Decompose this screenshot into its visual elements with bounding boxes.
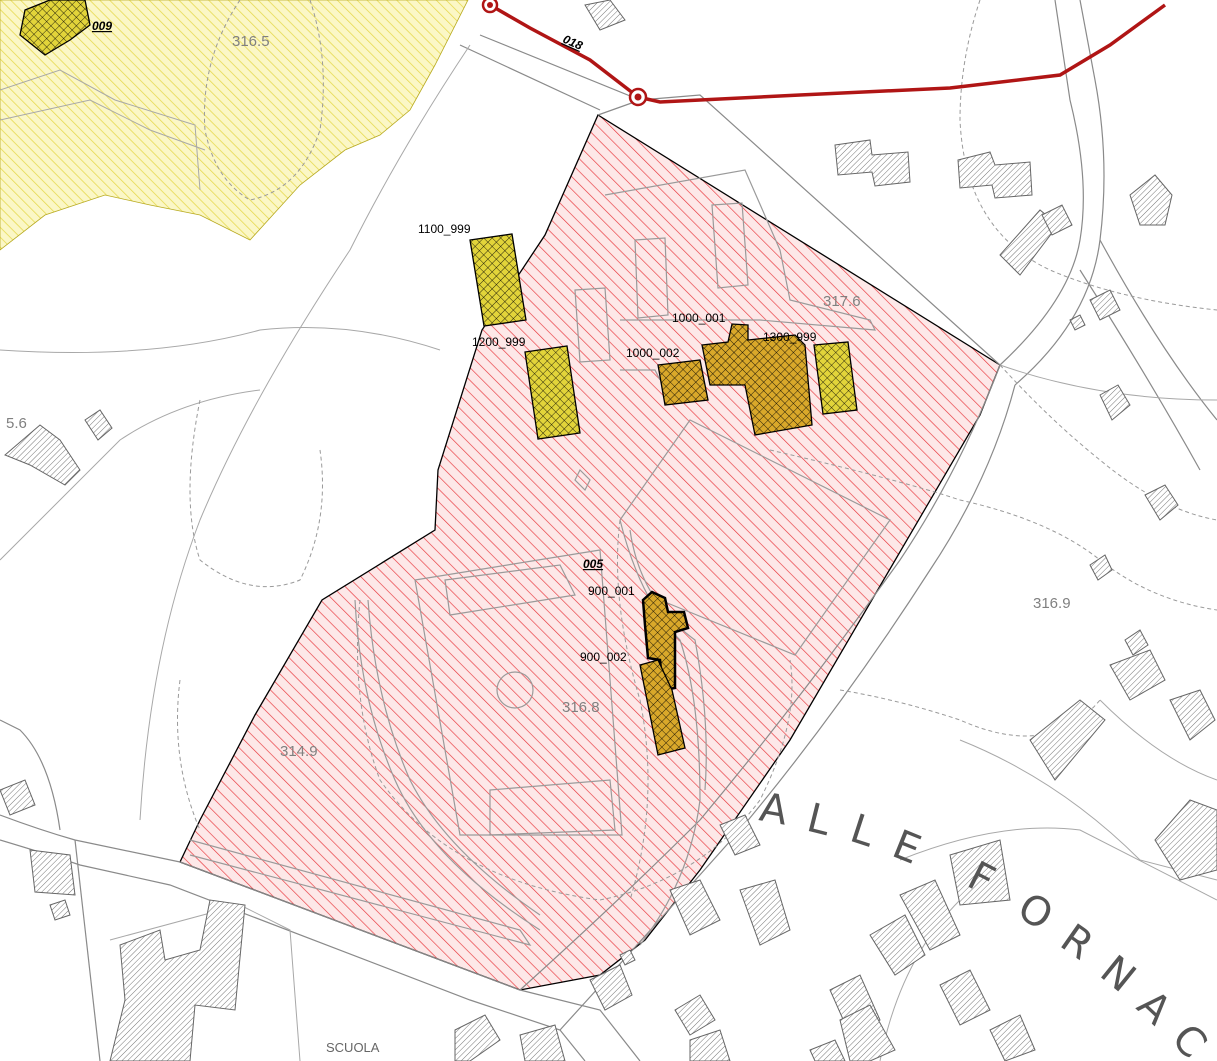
building-1100-999[interactable]	[469, 233, 527, 327]
street-letter: O	[1010, 884, 1061, 940]
street-letter: L	[845, 806, 881, 857]
label-1000-001: 1000_001	[672, 311, 726, 325]
street-letter: N	[1092, 947, 1144, 1002]
label-route-018: 018	[561, 32, 585, 53]
building-1300-999[interactable]	[813, 341, 858, 415]
elevation-317-6: 317.6	[823, 293, 861, 310]
label-900-001: 900_001	[588, 584, 635, 598]
red-route-line	[481, 0, 1167, 107]
contour-lines	[177, 0, 1217, 901]
building-900-001[interactable]	[641, 590, 690, 692]
cadastral-buildings	[19, 0, 858, 756]
elevation-labels: 316.5 317.6 5.6 316.9 316.8 314.9	[6, 33, 1071, 760]
label-1200-999: 1200_999	[472, 335, 526, 349]
elevation-316-9: 316.9	[1033, 595, 1071, 612]
elevation-316-8: 316.8	[562, 699, 600, 716]
building-009[interactable]	[19, 0, 91, 56]
label-1300-999: 1300_999	[763, 330, 817, 344]
elevation-314-9: 314.9	[280, 743, 318, 760]
street-letter: R	[1052, 916, 1101, 970]
label-zone-009: 009	[92, 19, 112, 33]
label-zone-005: 005	[583, 557, 603, 571]
building-1000-002[interactable]	[657, 359, 709, 406]
street-letter: A	[1128, 982, 1180, 1035]
building-1000-001[interactable]	[701, 323, 813, 436]
zone-inner-structures	[189, 169, 891, 946]
building-1200-999[interactable]	[524, 345, 581, 440]
label-900-002: 900_002	[580, 650, 627, 664]
street-name-label: A L L E F O R N A C	[756, 785, 1215, 1061]
street-letter: L	[803, 795, 836, 845]
street-letter: E	[886, 822, 927, 874]
elevation-316-5: 316.5	[232, 33, 270, 50]
place-label-school: SCUOLA	[326, 1040, 380, 1055]
yellow-zone-area[interactable]	[0, 0, 469, 251]
red-zone-005[interactable]	[179, 114, 1001, 991]
building-900-002[interactable]	[639, 659, 686, 756]
street-letter: C	[1163, 1015, 1216, 1061]
street-letter: A	[756, 785, 792, 835]
elevation-5-6: 5.6	[6, 415, 27, 432]
label-1000-002: 1000_002	[626, 346, 680, 360]
label-1100-999: 1100_999	[418, 222, 471, 236]
